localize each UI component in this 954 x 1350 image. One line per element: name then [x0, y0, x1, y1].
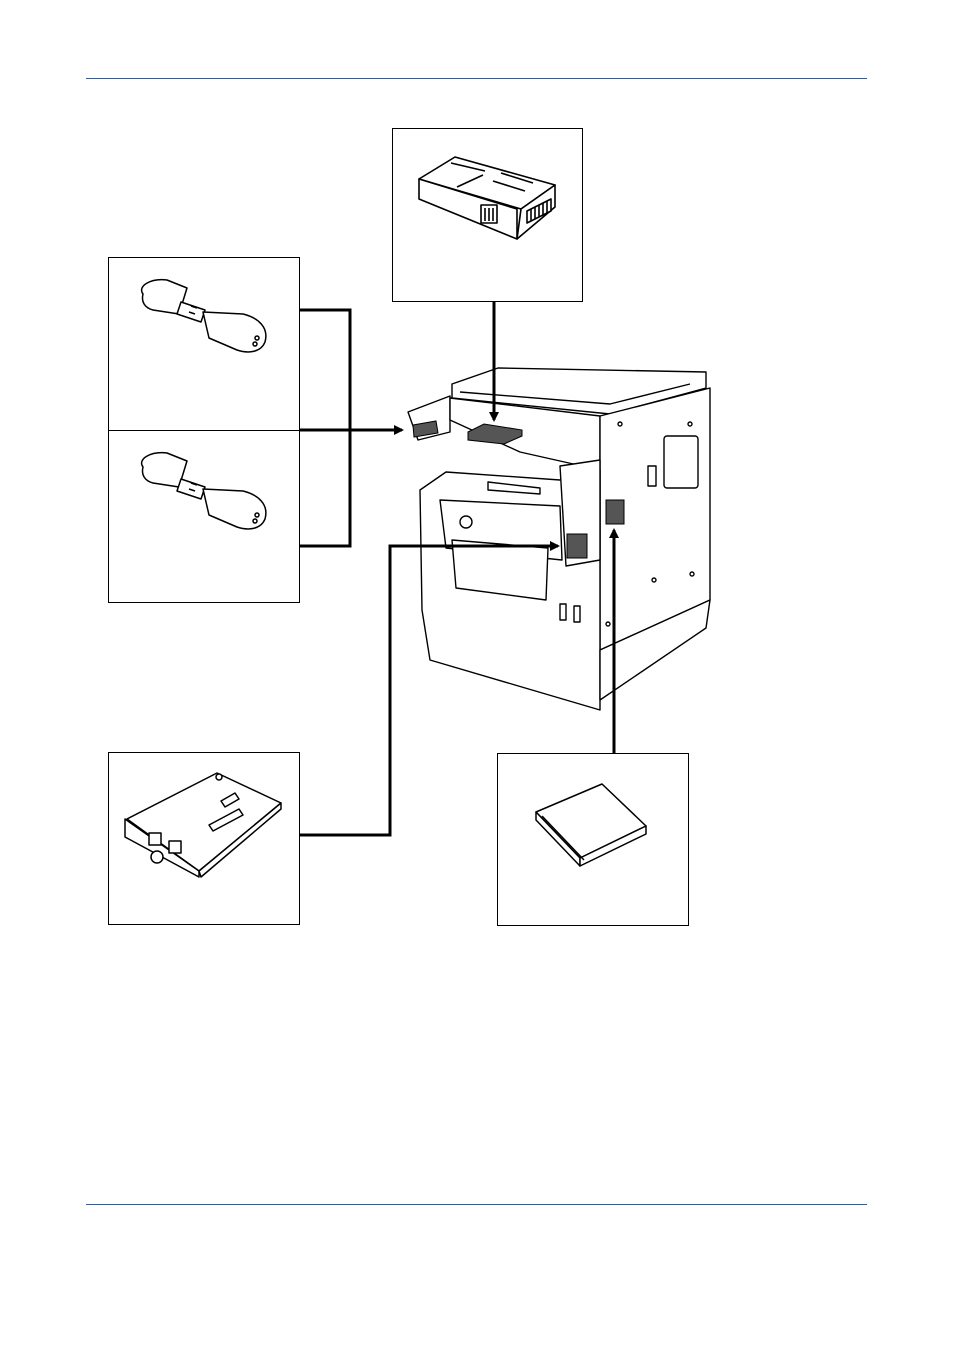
usb-option-box-lower [108, 430, 300, 603]
footer-rule [86, 1204, 867, 1205]
header-rule [86, 78, 867, 79]
slot-highlights [412, 420, 625, 559]
usb-key-icon [140, 278, 267, 353]
top-option-box [392, 128, 583, 302]
option-module-icon [418, 156, 556, 240]
connector-lines [300, 302, 619, 837]
usb-key-icon [140, 451, 267, 530]
usb-connector-bracket [300, 308, 352, 548]
usb-port-highlight [412, 420, 439, 438]
usb-option-box-upper [108, 257, 300, 431]
interface-slot-highlight [566, 533, 588, 559]
interface-card-connector [300, 541, 560, 837]
memory-card-icon [535, 783, 647, 867]
memory-slot-highlight [605, 499, 625, 525]
memory-card-box [497, 753, 689, 926]
interface-card-box [108, 752, 300, 925]
option-module-highlight [467, 423, 523, 445]
interface-card-icon [124, 772, 282, 878]
printer-main-unit [407, 367, 711, 711]
